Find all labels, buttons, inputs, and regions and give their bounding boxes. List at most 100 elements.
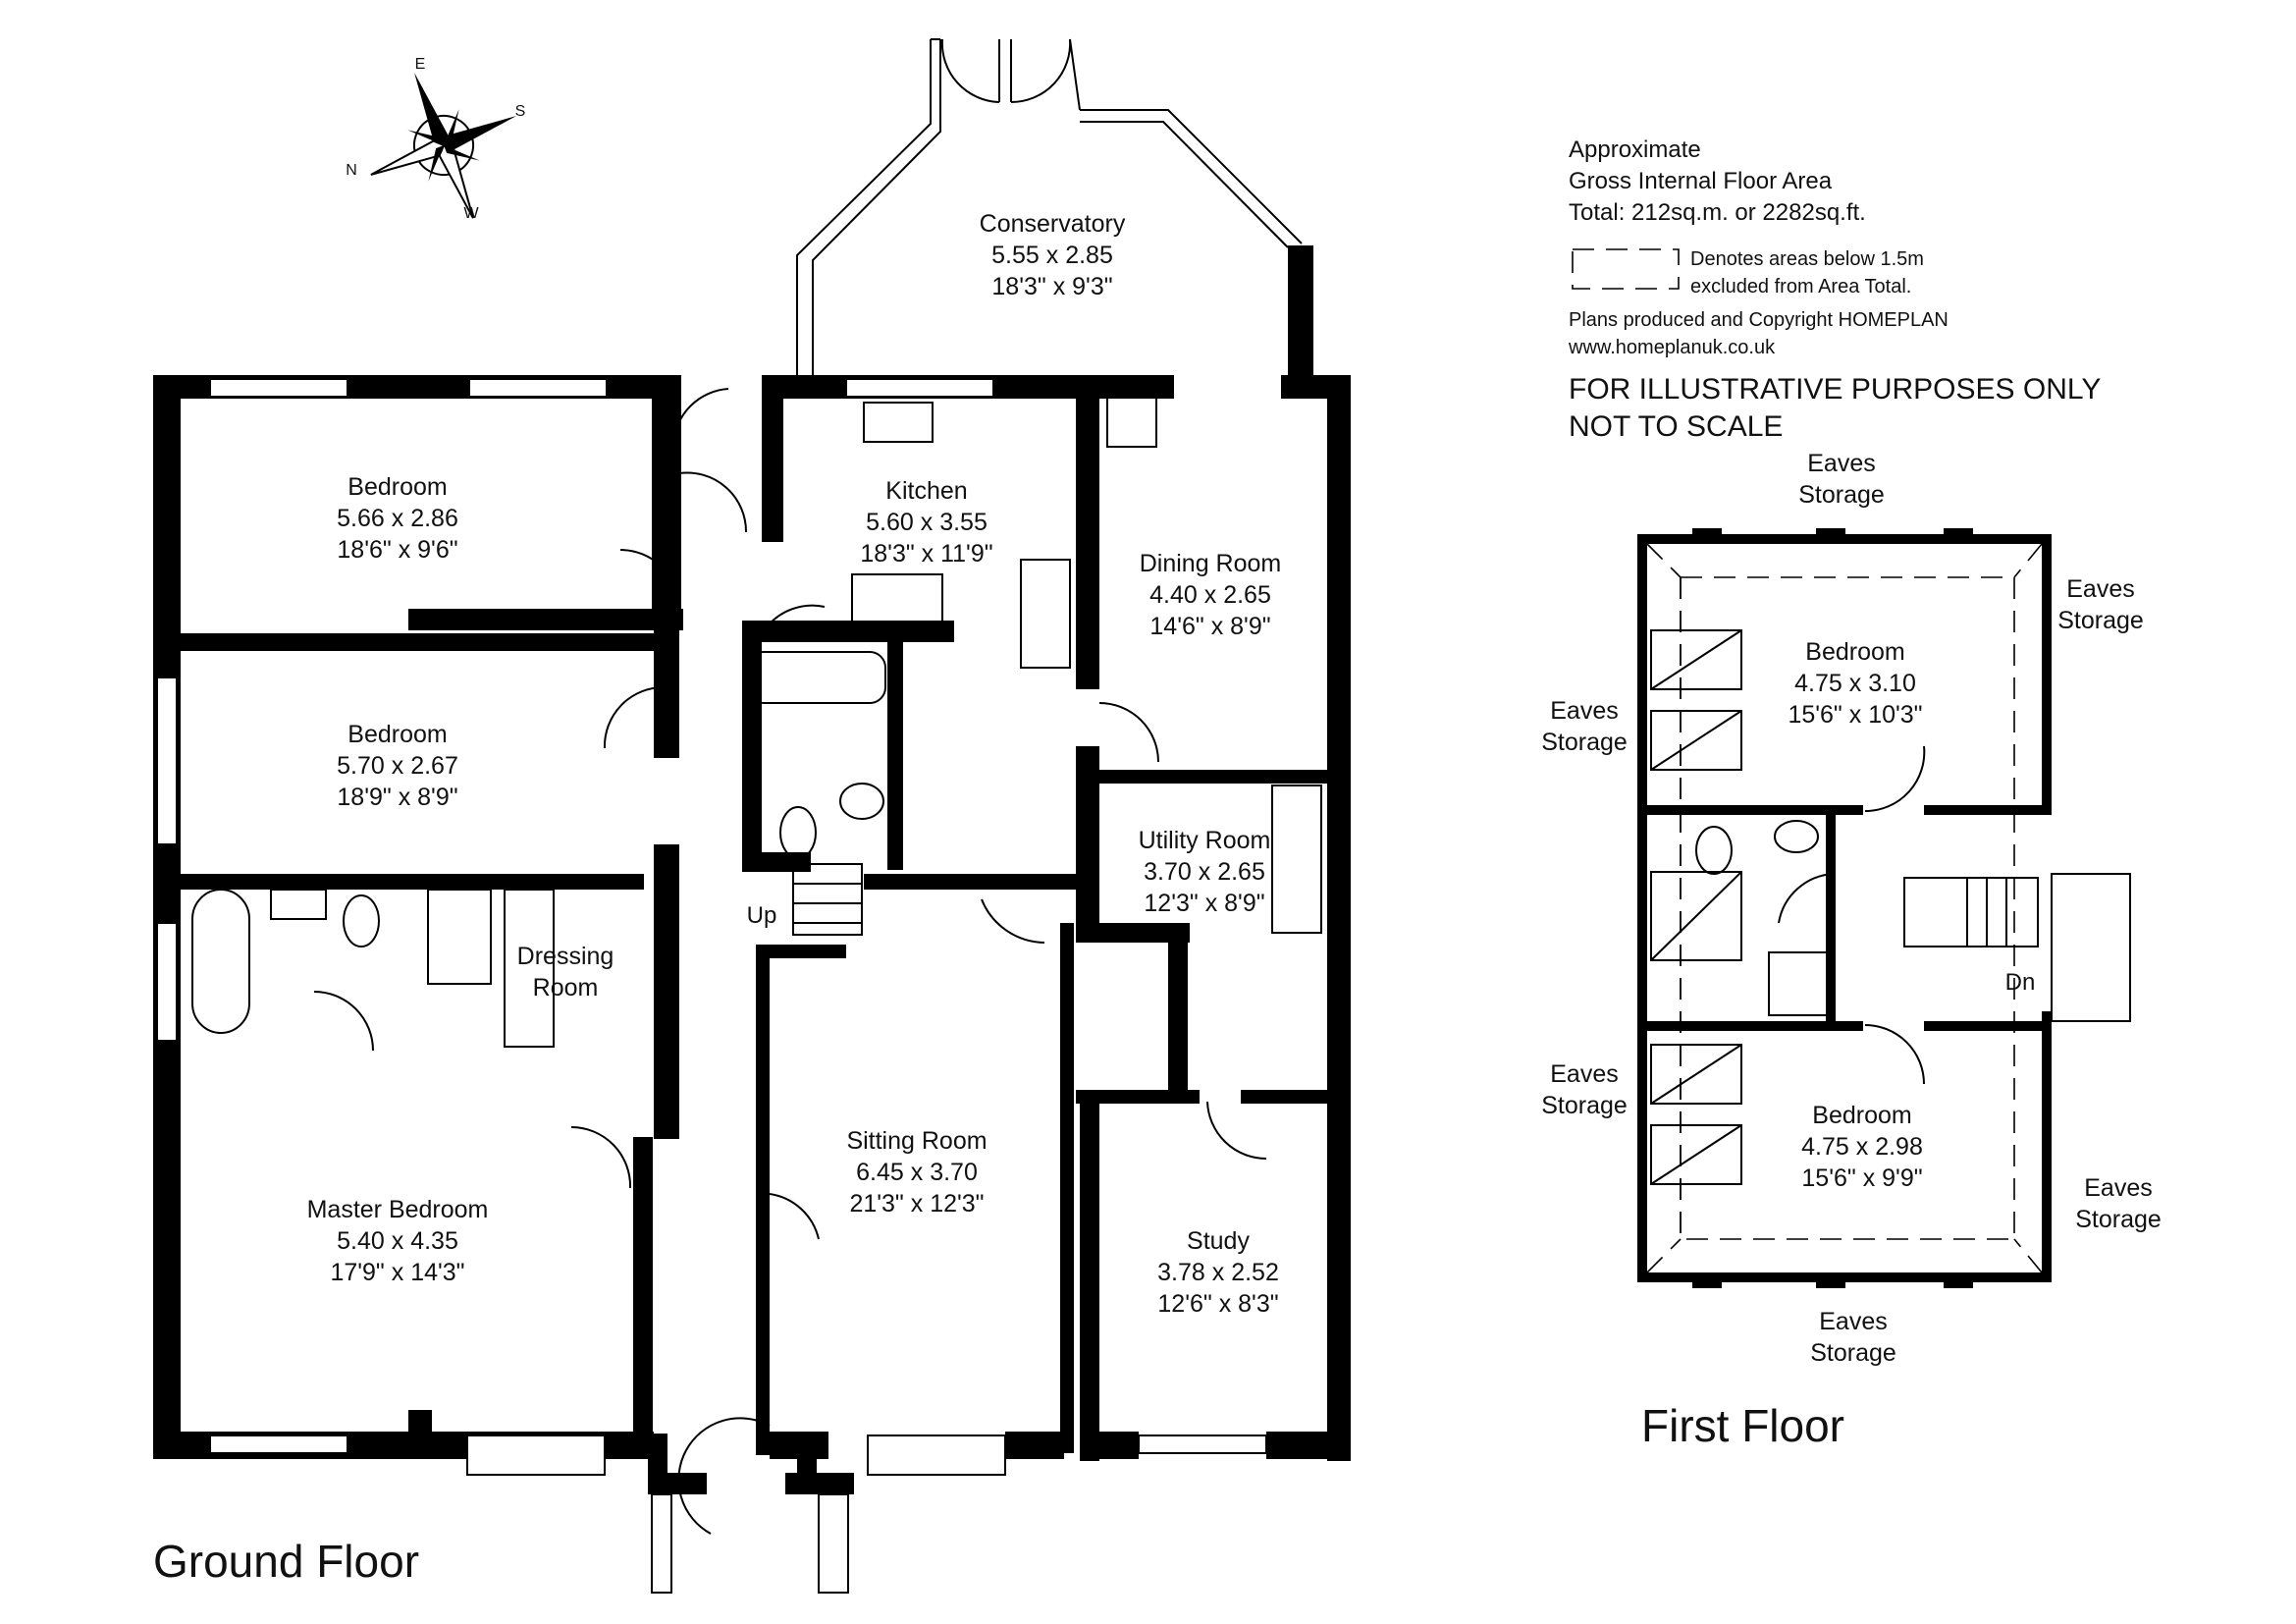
room-bedroom-1: Bedroom 5.66 x 2.86 18'6" x 9'6" (337, 473, 458, 564)
legend-line-2: excluded from Area Total. (1690, 276, 1911, 298)
ground-floor-title: Ground Floor (153, 1536, 419, 1587)
stairs-down-label: Dn (2005, 969, 2036, 996)
eaves-line2: Storage (1810, 1339, 1896, 1367)
shower-tray-icon (427, 889, 492, 985)
first-floor-walls (1637, 528, 2052, 1288)
room-name: Bedroom (1805, 638, 1904, 666)
stairs-up-label: Up (747, 902, 777, 929)
legend-line-1: Denotes areas below 1.5m (1690, 248, 1924, 270)
room-metric: 5.55 x 2.85 (991, 242, 1113, 269)
basin-icon (1774, 820, 1819, 853)
room-metric: 6.45 x 3.70 (856, 1159, 978, 1186)
eaves-line2: Storage (2057, 607, 2144, 634)
basin-icon (270, 889, 327, 920)
room-imperial: 15'6" x 9'9" (1801, 1164, 1922, 1192)
room-metric: 5.40 x 4.35 (337, 1227, 458, 1255)
eaves-storage-left-lower: Eaves Storage (1541, 1060, 1628, 1119)
eaves-storage-top: Eaves Storage (1798, 450, 1885, 509)
room-name: Conservatory (980, 210, 1126, 238)
area-info-block: Approximate Gross Internal Floor Area To… (1568, 136, 2101, 443)
room-imperial: 12'3" x 8'9" (1144, 890, 1264, 917)
room-metric: 3.78 x 2.52 (1157, 1259, 1279, 1286)
room-imperial: 18'3" x 9'3" (991, 273, 1112, 300)
kitchen-sink-icon (863, 402, 934, 443)
room-ff-bedroom-1: Bedroom 4.75 x 3.10 15'6" x 10'3" (1788, 638, 1922, 729)
room-name: Bedroom (347, 473, 447, 501)
eaves-storage-bottom: Eaves Storage (1810, 1308, 1896, 1367)
fixtures (191, 397, 1322, 1048)
windows (156, 378, 1267, 1594)
eaves-storage-top-right: Eaves Storage (2057, 575, 2144, 634)
room-metric: 4.75 x 2.98 (1801, 1133, 1923, 1161)
compass-e-label: E (415, 56, 426, 73)
notice-line-2: NOT TO SCALE (1569, 410, 1783, 443)
ground-floor-labels: Conservatory 5.55 x 2.85 18'3" x 9'3" Be… (153, 210, 1281, 1587)
eaves-line1: Eaves (1807, 450, 1875, 477)
eaves-storage-left-upper: Eaves Storage (1541, 697, 1628, 756)
eaves-line2: Storage (1541, 729, 1628, 756)
room-metric: 3.70 x 2.65 (1144, 858, 1265, 886)
eaves-line1: Eaves (2066, 575, 2134, 603)
website-text: www.homeplanuk.co.uk (1568, 337, 1776, 358)
room-imperial: 18'3" x 11'9" (860, 540, 992, 568)
room-utility: Utility Room 3.70 x 2.65 12'3" x 8'9" (1139, 827, 1271, 917)
room-kitchen: Kitchen 5.60 x 3.55 18'3" x 11'9" (860, 477, 992, 568)
room-metric: 5.66 x 2.86 (337, 505, 458, 532)
room-imperial: 15'6" x 10'3" (1788, 701, 1922, 729)
room-name-line1: Dressing (517, 943, 614, 970)
room-metric: 5.60 x 3.55 (866, 509, 988, 536)
room-imperial: 14'6" x 8'9" (1149, 613, 1270, 640)
room-name: Master Bedroom (307, 1196, 489, 1223)
room-dining: Dining Room 4.40 x 2.65 14'6" x 8'9" (1140, 550, 1282, 640)
room-metric: 5.70 x 2.67 (337, 752, 458, 780)
doors (313, 388, 1267, 1535)
room-imperial: 18'6" x 9'6" (337, 536, 457, 564)
first-floor-labels: Bedroom 4.75 x 3.10 15'6" x 10'3" Bedroo… (1541, 450, 2162, 1451)
room-name: Kitchen (885, 477, 967, 505)
room-name: Bedroom (1812, 1102, 1911, 1129)
room-study: Study 3.78 x 2.52 12'6" x 8'3" (1157, 1227, 1279, 1318)
room-master-bedroom: Master Bedroom 5.40 x 4.35 17'9" x 14'3" (307, 1196, 489, 1286)
room-imperial: 21'3" x 12'3" (849, 1190, 984, 1218)
room-metric: 4.75 x 3.10 (1794, 670, 1916, 697)
bathtub-icon (747, 651, 886, 704)
compass-n-label: N (346, 162, 357, 179)
eaves-line2: Storage (1798, 481, 1885, 509)
eaves-line2: Storage (2075, 1206, 2162, 1233)
room-dressing: Dressing Room (517, 943, 614, 1001)
room-imperial: 17'9" x 14'3" (330, 1259, 464, 1286)
room-ff-bedroom-2: Bedroom 4.75 x 2.98 15'6" x 9'9" (1801, 1102, 1923, 1192)
first-floor-title: First Floor (1641, 1400, 1844, 1451)
room-imperial: 12'6" x 8'3" (1157, 1290, 1278, 1318)
stairs-icon (792, 863, 863, 936)
toilet-icon (779, 806, 817, 859)
legend-dashed-box (1572, 248, 1680, 290)
eaves-line1: Eaves (1819, 1308, 1887, 1335)
room-sitting: Sitting Room 6.45 x 3.70 21'3" x 12'3" (846, 1127, 987, 1218)
room-bedroom-2: Bedroom 5.70 x 2.67 18'9" x 8'9" (337, 721, 458, 811)
toilet-icon (1695, 826, 1733, 875)
notice-line-1: FOR ILLUSTRATIVE PURPOSES ONLY (1569, 373, 2101, 406)
compass-rose-icon: E S N W (346, 56, 526, 222)
first-floor-fixtures (1650, 629, 2131, 1185)
stairs-icon (1903, 877, 2039, 947)
eaves-line1: Eaves (1550, 1060, 1618, 1088)
info-line-2: Gross Internal Floor Area (1569, 168, 1833, 194)
room-name: Study (1187, 1227, 1250, 1255)
room-name-line2: Room (533, 974, 599, 1001)
info-line-3: Total: 212sq.m. or 2282sq.ft. (1569, 199, 1866, 226)
room-name: Utility Room (1139, 827, 1271, 854)
toilet-icon (343, 894, 380, 947)
compass-w-label: W (463, 205, 479, 222)
compass-s-label: S (515, 103, 526, 120)
eaves-storage-right-lower: Eaves Storage (2075, 1174, 2162, 1233)
eaves-line1: Eaves (2084, 1174, 2152, 1202)
info-line-1: Approximate (1569, 136, 1701, 163)
eaves-line1: Eaves (1550, 697, 1618, 725)
room-metric: 4.40 x 2.65 (1149, 581, 1271, 609)
freestanding-bath-icon (191, 889, 250, 1034)
room-name: Dining Room (1140, 550, 1282, 577)
room-conservatory: Conservatory 5.55 x 2.85 18'3" x 9'3" (980, 210, 1126, 300)
room-name: Bedroom (347, 721, 447, 748)
